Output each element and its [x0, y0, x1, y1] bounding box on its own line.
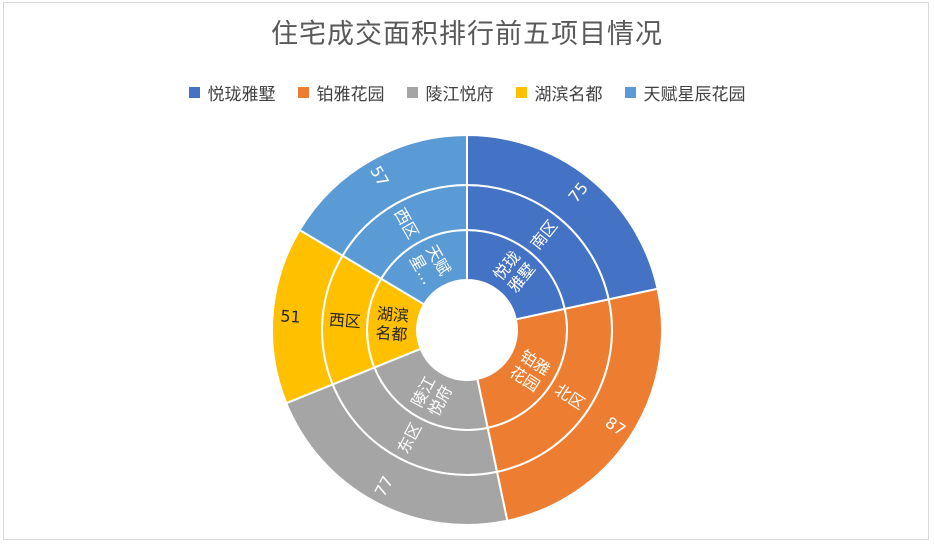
chart-title: 住宅成交面积排行前五项目情况: [271, 19, 663, 50]
legend-label: 陵江悦府: [425, 85, 494, 105]
legend-item: 铂雅花园: [297, 80, 385, 105]
legend-item: 湖滨名都: [515, 80, 603, 105]
legend-item: 悦珑雅墅: [188, 80, 276, 105]
legend-swatch: [297, 87, 309, 98]
outer-ring-segment: [298, 133, 468, 257]
chart-legend: 悦珑雅墅 铂雅花园 陵江悦府 湖滨名都 天赋星辰花园: [0, 80, 934, 105]
legend-swatch: [624, 87, 636, 98]
legend-swatch: [515, 87, 527, 98]
value-label: 51: [280, 306, 302, 327]
legend-swatch: [406, 87, 418, 98]
legend-swatch: [188, 87, 200, 98]
region-label: 西区: [328, 310, 361, 331]
legend-label: 天赋星辰花园: [643, 85, 746, 105]
inner-ring-label: 湖滨名都: [375, 304, 410, 345]
legend-label: 悦珑雅墅: [207, 85, 276, 105]
legend-label: 铂雅花园: [316, 85, 385, 105]
legend-label: 湖滨名都: [534, 85, 603, 105]
legend-item: 天赋星辰花园: [624, 80, 746, 105]
legend-item: 陵江悦府: [406, 80, 494, 105]
